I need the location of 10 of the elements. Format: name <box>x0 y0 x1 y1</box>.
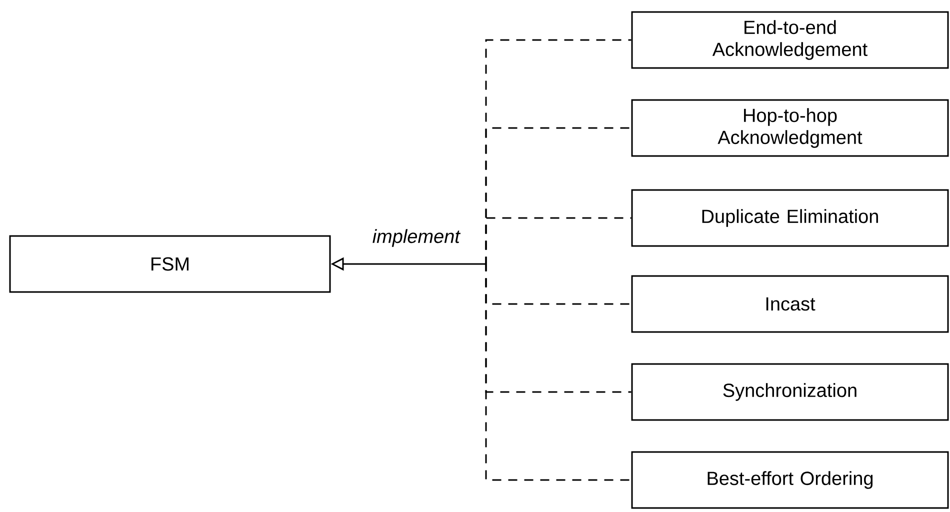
process-box: End-to-end Acknowledgement <box>631 11 949 69</box>
edge-label: implement <box>372 229 461 247</box>
connector <box>485 264 632 481</box>
process-box: Synchronization <box>631 363 949 421</box>
process-box: Duplicate Elimination <box>631 189 949 247</box>
process-box: FSM <box>9 235 331 293</box>
process-box: Hop-to-hop Acknowledgment <box>631 99 949 157</box>
process-box: Best-effort Ordering <box>631 451 949 509</box>
connector <box>485 217 632 264</box>
process-box: Incast <box>631 275 949 333</box>
